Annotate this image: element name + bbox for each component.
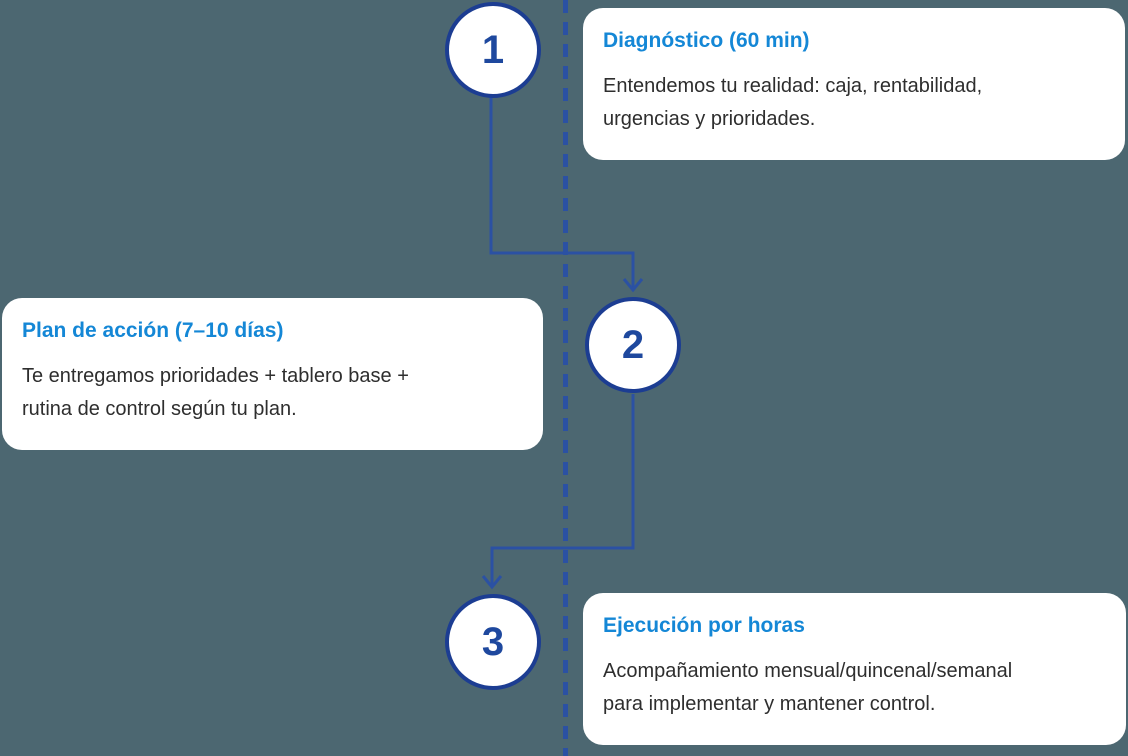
step-3-title: Ejecución por horas [603,614,805,637]
step-1-card: Diagnóstico (60 min) Entendemos tu reali… [583,8,1125,161]
step-1-title: Diagnóstico (60 min) [603,29,810,52]
step-3-card: Ejecución por horas Acompañamiento mensu… [583,593,1126,746]
step-2-description-line2: rutina de control según tu plan. [22,398,297,421]
arrowhead-step2-icon [622,278,644,293]
step-3-description: Acompañamiento mensual/quincenal/semanal… [603,655,1106,721]
step-1-description-line2: urgencias y prioridades. [603,108,816,131]
step-2-number: 2 [621,323,645,367]
step-2-badge: 2 [585,297,681,393]
step-1-number: 1 [481,28,505,72]
step-1-badge: 1 [445,2,541,98]
step-2-card: Plan de acción (7–10 días) Te entregamos… [2,298,543,451]
step-3-description-line1: Acompañamiento mensual/quincenal/semanal [603,660,1013,683]
step-2-description: Te entregamos prioridades + tablero base… [22,360,523,426]
step-3-number: 3 [481,620,505,664]
step-2-description-line1: Te entregamos prioridades + tablero base… [22,365,409,388]
step-1-description: Entendemos tu realidad: caja, rentabilid… [603,70,1105,136]
step-2-title: Plan de acción (7–10 días) [22,319,284,342]
timeline-dashed-line [563,0,568,756]
step-3-badge: 3 [445,594,541,690]
step-1-description-line1: Entendemos tu realidad: caja, rentabilid… [603,75,983,98]
step-3-description-line2: para implementar y mantener control. [603,693,936,716]
arrowhead-step3-icon [481,575,503,590]
